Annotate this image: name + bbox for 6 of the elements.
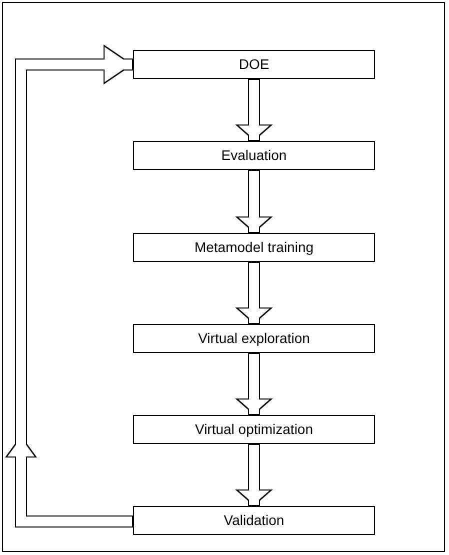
process-box: Metamodel training <box>133 233 375 262</box>
process-box: Virtual optimization <box>133 415 375 444</box>
process-box: Evaluation <box>133 141 375 170</box>
process-box: Validation <box>133 506 375 535</box>
process-box: Virtual exploration <box>133 324 375 353</box>
process-box: DOE <box>133 50 375 79</box>
